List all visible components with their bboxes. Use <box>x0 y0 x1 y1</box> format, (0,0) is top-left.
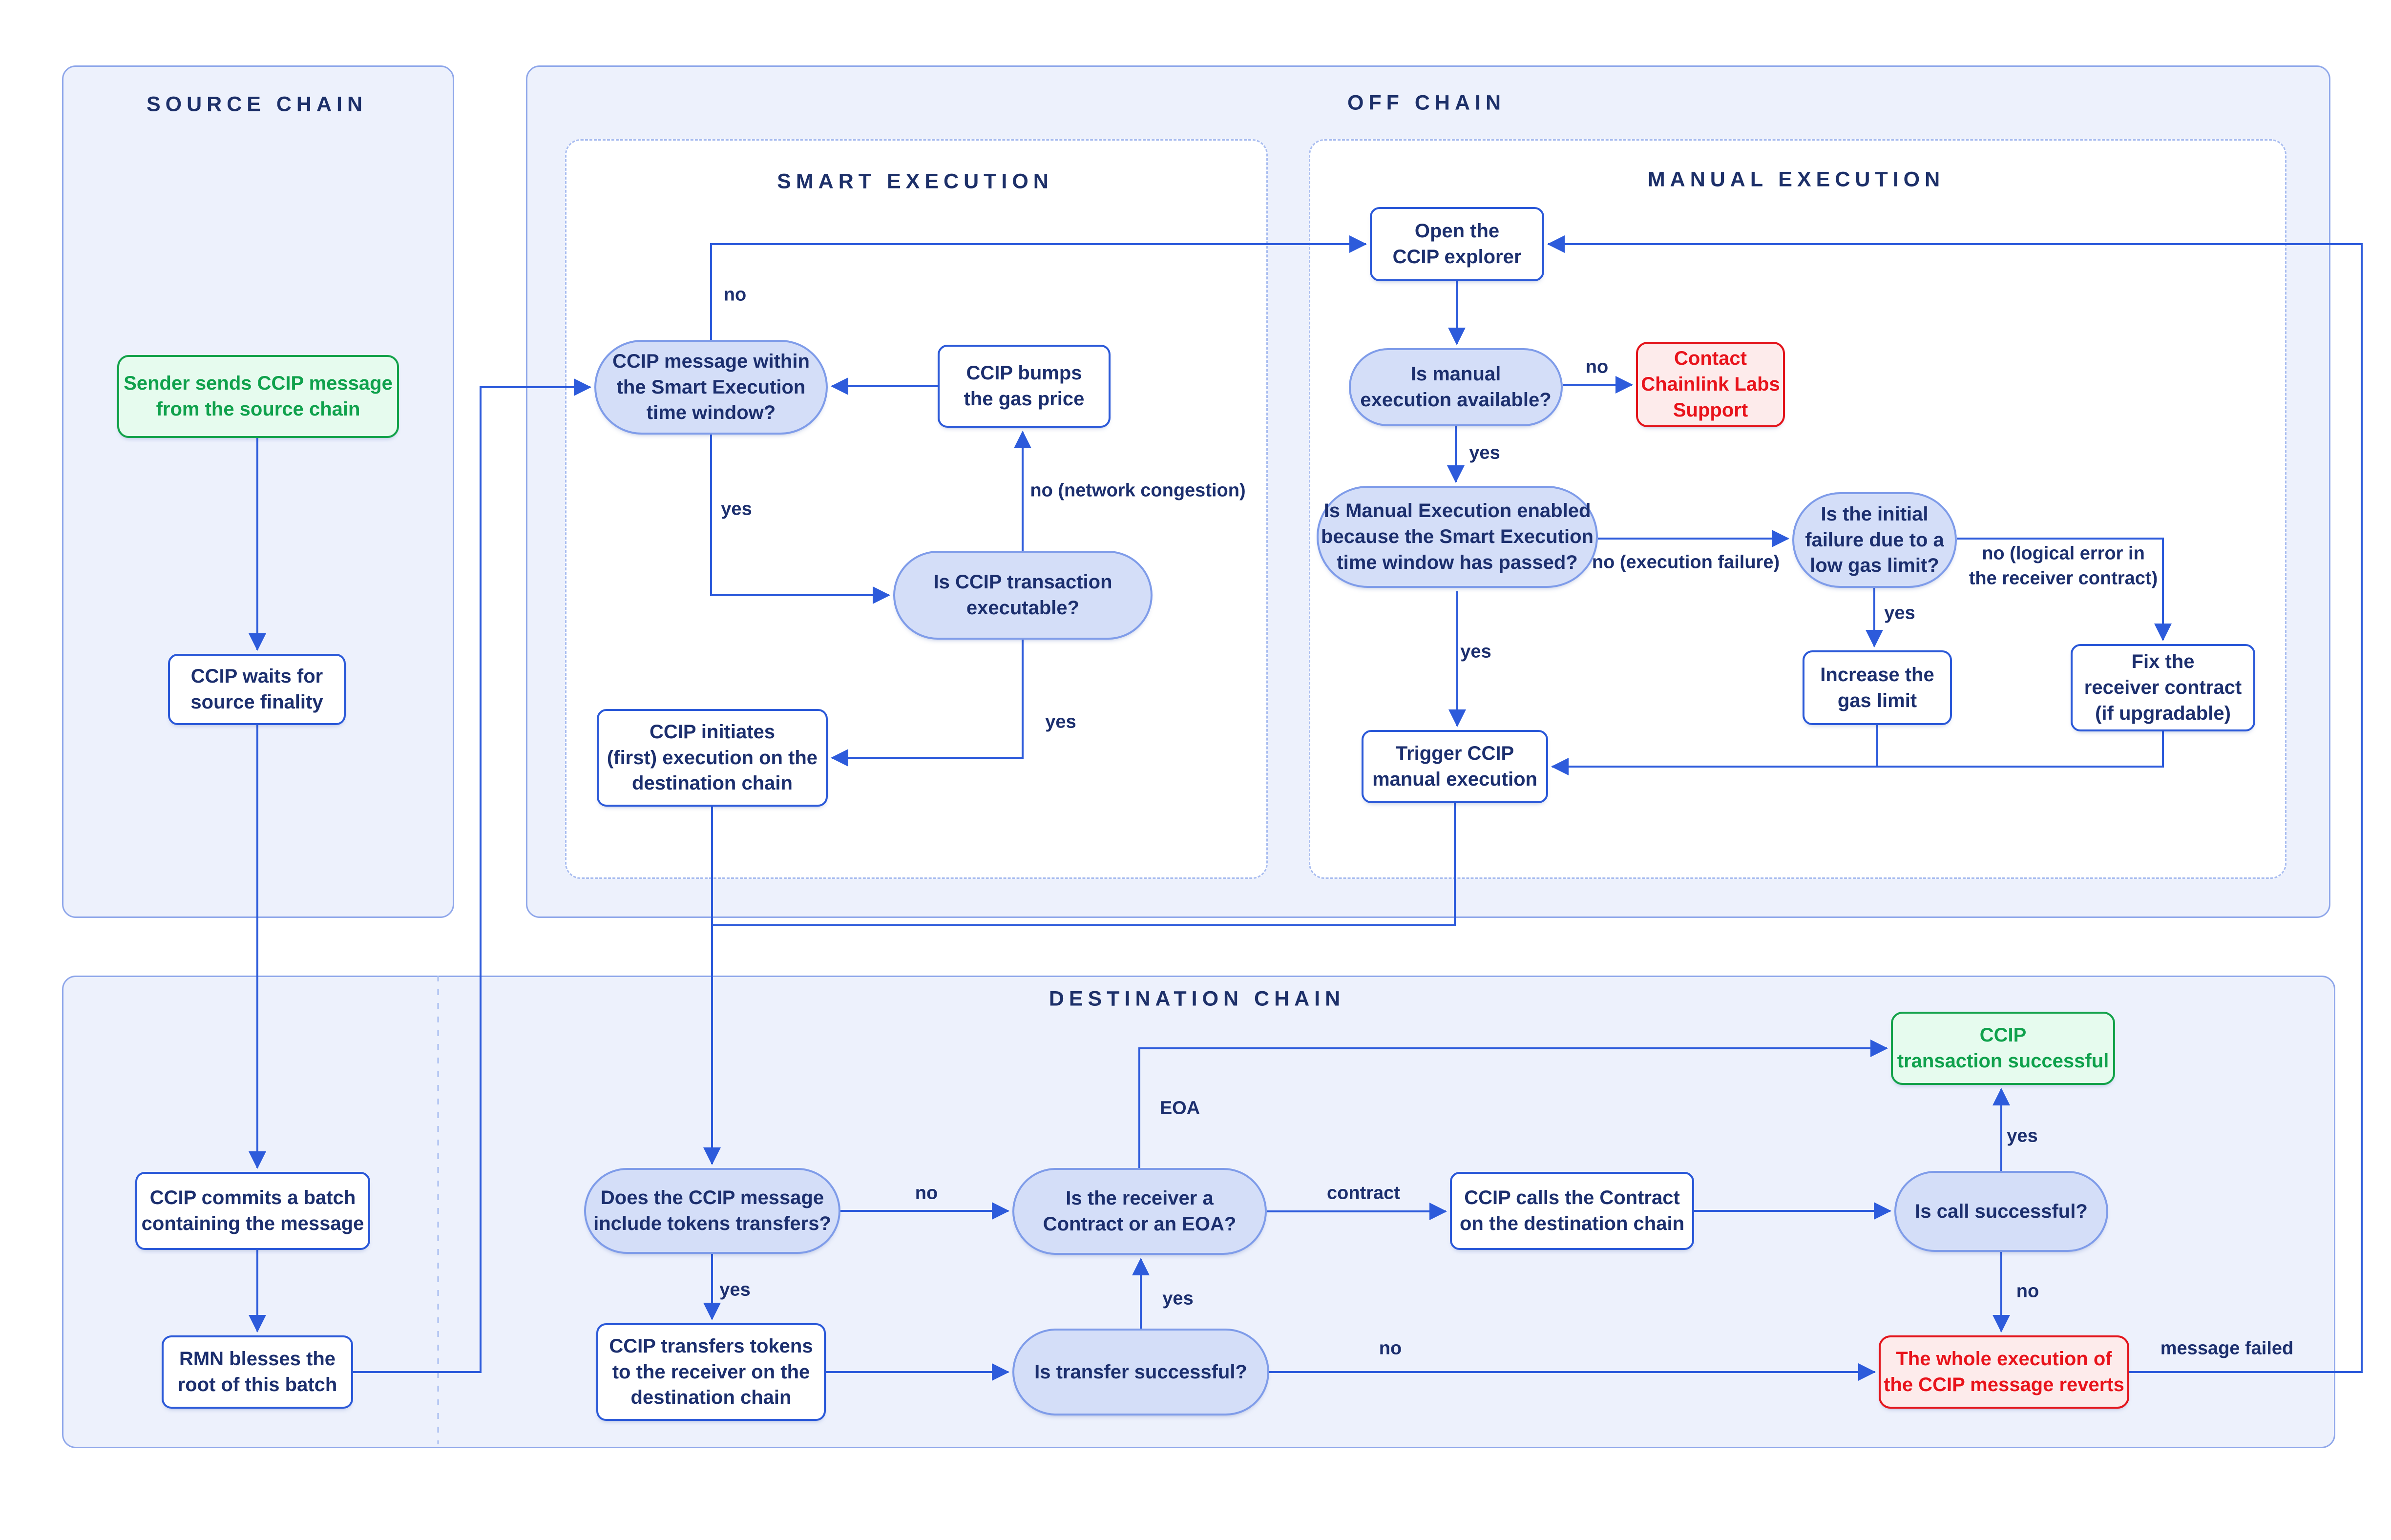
edge-label-yes-call: yes <box>2007 1125 2038 1146</box>
node-manual-available: Is manual execution available? <box>1349 348 1563 426</box>
node-sender-sends: Sender sends CCIP message from the sourc… <box>117 355 399 438</box>
edge-label-yes-low-gas: yes <box>1884 603 1915 624</box>
edge-trigger-join <box>712 803 1456 926</box>
node-call-successful: Is call successful? <box>1894 1171 2108 1252</box>
edge-label-no-logical: no (logical error in the receiver contra… <box>1969 543 2158 589</box>
title-source-chain: SOURCE CHAIN <box>146 92 368 116</box>
node-label: Trigger CCIP manual execution <box>1372 743 1537 790</box>
node-label: Contact Chainlink Labs Support <box>1641 348 1780 421</box>
node-trigger-manual: Trigger CCIP manual execution <box>1362 730 1548 803</box>
edge-msgwithin-no-to-explorer <box>710 235 1367 340</box>
node-msg-within-window: CCIP message within the Smart Execution … <box>594 340 828 435</box>
node-whole-reverts: The whole execution of the CCIP message … <box>1879 1335 2129 1409</box>
node-initial-failure: Is the initial failure due to a low gas … <box>1792 492 1957 588</box>
node-label: Sender sends CCIP message from the sourc… <box>124 373 393 420</box>
edge-receiver-eoa-to-success <box>1138 1040 1888 1168</box>
edge-label-no-call: no <box>2016 1281 2039 1302</box>
node-ccip-initiates: CCIP initiates (first) execution on the … <box>597 709 828 807</box>
edge-label-yes-within: yes <box>721 499 752 520</box>
edge-label-yes-tokens: yes <box>719 1279 751 1300</box>
node-label: Is Manual Execution enabled because the … <box>1321 500 1594 573</box>
edge-label-yes-executable: yes <box>1045 711 1076 732</box>
node-label: Is the receiver a Contract or an EOA? <box>1043 1187 1237 1235</box>
node-manual-enabled: Is Manual Execution enabled because the … <box>1317 486 1598 588</box>
title-manual-execution: MANUAL EXECUTION <box>1647 167 1945 191</box>
node-label: Increase the gas limit <box>1820 664 1934 711</box>
edge-label-no-tokens: no <box>915 1183 938 1204</box>
edge-label-no-exec-failure: no (execution failure) <box>1592 552 1780 573</box>
node-label: Open the CCIP explorer <box>1392 220 1522 268</box>
edge-msgwithin-yes-to-executable <box>710 435 890 604</box>
node-transfer-successful: Is transfer successful? <box>1012 1329 1269 1415</box>
node-tx-successful: CCIP transaction successful <box>1891 1012 2115 1085</box>
node-label: Is transfer successful? <box>1034 1361 1247 1383</box>
edge-label-no-transfer: no <box>1379 1338 1402 1359</box>
node-open-explorer: Open the CCIP explorer <box>1370 207 1544 281</box>
edge-initialfailure-no-to-fix <box>1957 538 2172 641</box>
node-label: CCIP transfers tokens to the receiver on… <box>609 1335 813 1409</box>
node-increase-gas: Increase the gas limit <box>1803 650 1952 725</box>
node-label: CCIP waits for source finality <box>190 666 323 713</box>
title-off-chain: OFF CHAIN <box>1347 91 1506 115</box>
node-label: CCIP calls the Contract on the destinati… <box>1459 1187 1685 1234</box>
edge-label-yes-transfer: yes <box>1162 1288 1194 1309</box>
node-label: Does the CCIP message include tokens tra… <box>593 1187 831 1234</box>
edge-label-no-within: no <box>723 284 747 305</box>
node-label: The whole execution of the CCIP message … <box>1884 1348 2124 1395</box>
edge-rmn-to-msgwithin <box>353 378 591 1373</box>
edge-executable-yes-to-initiates <box>831 640 1024 767</box>
node-rmn-blesses: RMN blesses the root of this batch <box>162 1335 353 1409</box>
node-label: CCIP commits a batch containing the mess… <box>141 1187 364 1234</box>
edge-messagefailed-to-explorer <box>1547 235 2363 1373</box>
node-label: Fix the receiver contract (if upgradable… <box>2084 651 2242 724</box>
node-transfers-tokens: CCIP transfers tokens to the receiver on… <box>596 1323 826 1421</box>
node-label: CCIP transaction successful <box>1897 1024 2109 1072</box>
node-ccip-commits: CCIP commits a batch containing the mess… <box>135 1172 370 1250</box>
edge-fix-to-trigger <box>1551 731 2164 775</box>
title-smart-execution: SMART EXECUTION <box>777 169 1053 193</box>
node-label: RMN blesses the root of this batch <box>177 1348 337 1395</box>
node-label: Is CCIP transaction executable? <box>933 571 1112 619</box>
node-ccip-waits: CCIP waits for source finality <box>168 654 346 725</box>
edge-label-no-available: no <box>1585 356 1609 377</box>
node-contact-support: Contact Chainlink Labs Support <box>1636 342 1785 427</box>
node-label: CCIP initiates (first) execution on the … <box>607 721 818 794</box>
title-destination-chain: DESTINATION CHAIN <box>1049 987 1345 1011</box>
edge-label-message-failed: message failed <box>2160 1338 2294 1359</box>
node-ccip-calls: CCIP calls the Contract on the destinati… <box>1450 1172 1694 1250</box>
node-label: CCIP message within the Smart Execution … <box>612 350 810 424</box>
edge-label-no-congestion: no (network congestion) <box>1030 480 1246 501</box>
node-label: Is manual execution available? <box>1360 363 1552 411</box>
edge-label-contract: contract <box>1327 1183 1400 1204</box>
node-label: Is the initial failure due to a low gas … <box>1805 503 1944 577</box>
node-ccip-bumps: CCIP bumps the gas price <box>938 345 1111 428</box>
node-executable: Is CCIP transaction executable? <box>893 551 1153 640</box>
node-receiver-type: Is the receiver a Contract or an EOA? <box>1012 1168 1267 1255</box>
edge-label-yes-enabled: yes <box>1460 641 1491 662</box>
node-label: Is call successful? <box>1915 1200 2088 1222</box>
edge-label-eoa: EOA <box>1159 1098 1200 1119</box>
edge-label-yes-available: yes <box>1469 442 1500 463</box>
node-label: CCIP bumps the gas price <box>964 362 1085 410</box>
node-includes-tokens: Does the CCIP message include tokens tra… <box>584 1168 840 1254</box>
node-fix-receiver: Fix the receiver contract (if upgradable… <box>2071 644 2255 731</box>
